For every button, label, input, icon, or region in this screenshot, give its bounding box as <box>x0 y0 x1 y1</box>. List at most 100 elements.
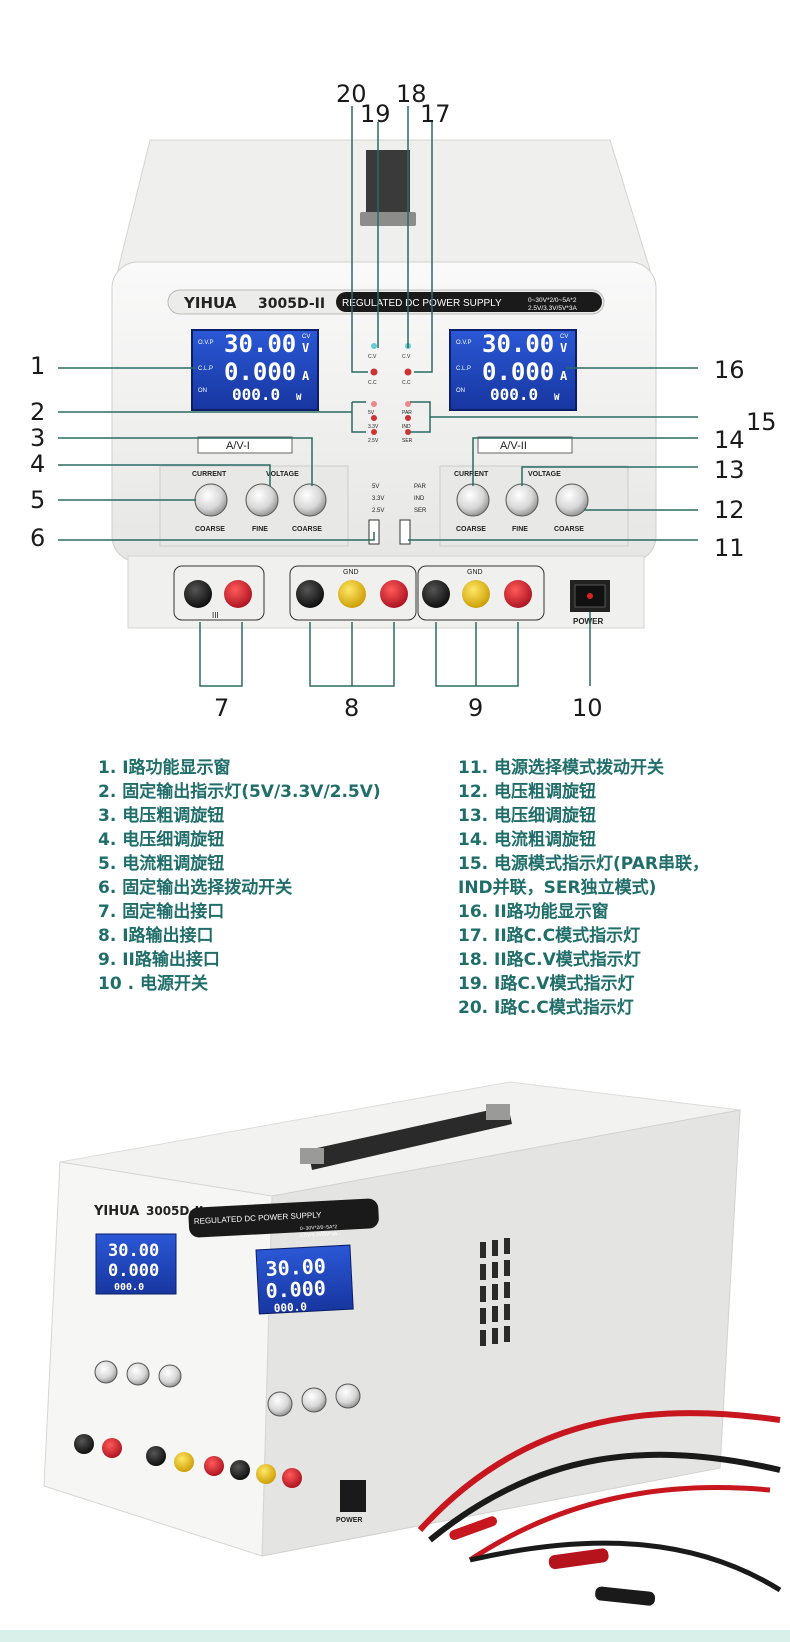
fixed-terminal-positive[interactable] <box>224 580 252 608</box>
panel-label: 30.00 <box>482 330 554 358</box>
device-shape <box>289 565 417 621</box>
device-shape <box>351 402 366 433</box>
device-shape <box>197 436 293 454</box>
device-shape <box>230 1460 250 1480</box>
callout-8: 8 <box>344 694 360 722</box>
panel-label: VOLTAGE <box>528 471 561 478</box>
voltage-coarse-knob-1[interactable] <box>293 483 327 517</box>
callout-10: 10 <box>572 694 603 722</box>
device-shape <box>340 1480 366 1512</box>
panel-label: SER <box>414 508 427 514</box>
voltage-coarse-knob-2[interactable] <box>555 483 589 517</box>
legend-item: 20. I路C.C模式指示灯 <box>458 998 634 1018</box>
device-shape <box>492 1284 498 1300</box>
bottom-strip <box>0 1630 790 1642</box>
callout-7: 7 <box>214 694 230 722</box>
ch1-terminal-negative[interactable] <box>296 580 324 608</box>
device-shape <box>469 1540 782 1593</box>
device-shape <box>191 329 319 411</box>
callout-15: 15 <box>746 408 777 436</box>
panel-label: 5V <box>372 484 379 490</box>
device-shape <box>492 1328 498 1344</box>
panel-label: GND <box>467 569 483 576</box>
panel-label: GND <box>343 569 359 576</box>
panel-label: CURRENT <box>192 471 227 478</box>
panel-label: O.V.P <box>456 340 471 346</box>
panel-label: COARSE <box>292 526 322 533</box>
panel-label: IND <box>402 424 411 430</box>
panel-label: 000.0 <box>114 1282 144 1293</box>
panel-label: FINE <box>252 526 268 533</box>
device-shape <box>158 1364 182 1388</box>
ch1-terminal-positive[interactable] <box>380 580 408 608</box>
mode-select-switch[interactable] <box>399 519 411 545</box>
panel-label: 000.0 <box>232 385 280 404</box>
device-shape <box>267 1391 293 1417</box>
ch2-terminal-positive[interactable] <box>504 580 532 608</box>
panel-label: 0.000 <box>265 1276 326 1303</box>
callout-6: 6 <box>30 524 46 552</box>
voltage-fine-knob-1[interactable] <box>245 483 279 517</box>
device-shape <box>301 1387 327 1413</box>
device-shape <box>256 1464 276 1484</box>
legend-item: 8. I路输出接口 <box>98 926 214 946</box>
legend-item: 1. I路功能显示窗 <box>98 758 231 778</box>
callout-9: 9 <box>468 694 484 722</box>
device-shape <box>371 415 377 421</box>
device-shape <box>308 1106 512 1170</box>
panel-label: A/V-I <box>226 440 250 452</box>
current-knob-1[interactable] <box>194 483 228 517</box>
panel-label: IND <box>414 496 425 502</box>
device-shape <box>417 565 545 621</box>
panel-label: YIHUA <box>93 1204 139 1219</box>
device-shape <box>58 532 375 541</box>
panel-label: C.V <box>402 354 411 360</box>
callout-11: 11 <box>714 534 745 562</box>
device-shape <box>449 1516 497 1540</box>
device-shape <box>414 122 433 373</box>
panel-label: 5V <box>368 410 375 416</box>
device-shape <box>480 1308 486 1324</box>
device-shape <box>548 1548 609 1570</box>
voltage-fine-knob-2[interactable] <box>505 483 539 517</box>
panel-label: PAR <box>414 484 427 490</box>
callout-2: 2 <box>30 398 46 426</box>
device-shape <box>477 436 573 454</box>
brand-logo-text: YIHUA <box>183 294 237 312</box>
legend-item: 9. II路输出接口 <box>98 950 220 970</box>
panel-label: 2.5V/3.3V/5V*3A <box>300 1231 338 1239</box>
panel-label: ON <box>456 388 465 394</box>
legend-item: 18. II路C.V模式指示灯 <box>458 950 641 970</box>
lcd-display-1: O.V.P C.L.P ON 30.00 CV V 0.000 A 000.0 … <box>191 329 319 411</box>
ch1-terminal-gnd[interactable] <box>338 580 366 608</box>
panel-label: VOLTAGE <box>266 471 299 478</box>
fixed-terminal-negative[interactable] <box>184 580 212 608</box>
panel-title-text: REGULATED DC POWER SUPPLY <box>342 298 502 309</box>
current-knob-2[interactable] <box>456 483 490 517</box>
panel-label: C.C <box>402 380 411 386</box>
device-shape <box>360 212 416 226</box>
callout-1: 1 <box>30 352 46 380</box>
ch2-terminal-gnd[interactable] <box>462 580 490 608</box>
device-shape <box>335 1383 361 1409</box>
legend-item: 14. 电流粗调旋钮 <box>458 830 597 850</box>
panel-label: ON <box>198 388 207 394</box>
device-shape <box>504 1282 510 1298</box>
device-shape <box>468 1485 771 1563</box>
device-shape <box>126 1362 150 1386</box>
legend-left: 1. I路功能显示窗 2. 固定输出指示灯(5V/3.3V/2.5V) 3. 电… <box>98 756 381 996</box>
device-shape <box>428 1451 781 1543</box>
device-shape <box>480 1330 486 1346</box>
device-shape <box>492 1240 498 1256</box>
panel-label: C.V <box>368 354 377 360</box>
device-shape <box>492 1306 498 1322</box>
device-shape <box>300 1148 324 1164</box>
device-shape <box>94 1360 118 1384</box>
panel-label: A/V-II <box>500 440 527 452</box>
ch2-terminal-negative[interactable] <box>422 580 450 608</box>
device-shape <box>336 292 602 312</box>
device-shape <box>199 622 243 687</box>
panel-label: V <box>302 341 309 355</box>
callout-3: 3 <box>30 424 46 452</box>
panel-label: 3.3V <box>368 424 379 430</box>
